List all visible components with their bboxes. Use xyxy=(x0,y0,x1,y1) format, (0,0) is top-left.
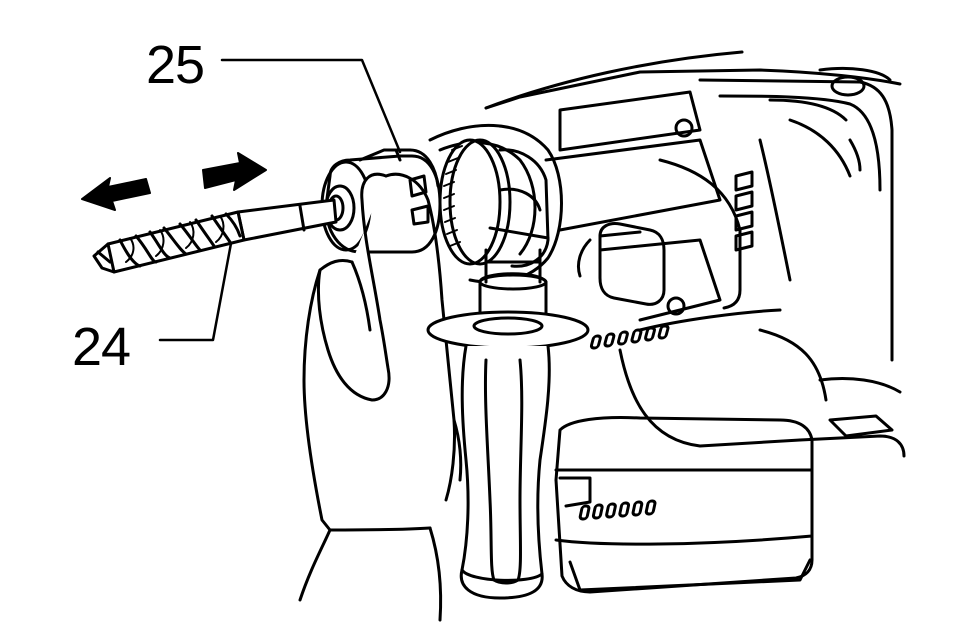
drill-bit xyxy=(92,198,338,274)
tool-body xyxy=(484,50,906,458)
operator-hand xyxy=(298,172,463,622)
callout-24-label: 24 xyxy=(72,317,131,377)
callout-25-label: 25 xyxy=(146,35,205,95)
knurled-ring xyxy=(443,145,463,247)
battery-pack xyxy=(554,416,814,594)
leader-line-25 xyxy=(220,58,402,154)
push-arrow-right-icon xyxy=(202,152,267,191)
vent-slots-battery xyxy=(578,499,657,521)
pull-arrow-left-icon xyxy=(81,177,151,211)
leader-line-24 xyxy=(158,236,234,342)
vent-slots-upper xyxy=(589,324,670,350)
side-grip xyxy=(426,248,590,600)
